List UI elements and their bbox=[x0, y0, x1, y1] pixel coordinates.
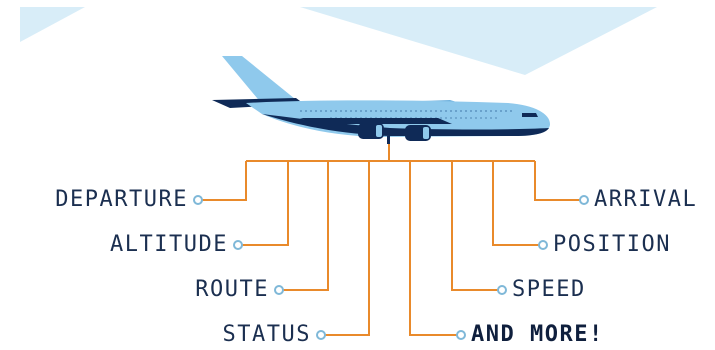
endpoint-route bbox=[275, 286, 283, 294]
label-speed: SPEED bbox=[512, 277, 586, 303]
connector-position bbox=[493, 161, 539, 245]
label-departure: DEPARTURE bbox=[55, 187, 188, 213]
label-position: POSITION bbox=[553, 232, 671, 258]
connector-departure bbox=[202, 161, 246, 200]
label-and-more: AND MORE! bbox=[471, 322, 604, 348]
connector-altitude bbox=[242, 161, 288, 245]
label-arrival: ARRIVAL bbox=[594, 187, 697, 213]
endpoint-altitude bbox=[234, 241, 242, 249]
label-route: ROUTE bbox=[195, 277, 269, 303]
connectors bbox=[202, 144, 580, 335]
endpoint-arrival bbox=[580, 196, 588, 204]
connector-status bbox=[325, 161, 369, 335]
sky-shape-left bbox=[20, 7, 85, 42]
sky-shape-right bbox=[300, 7, 657, 75]
endpoint-status bbox=[317, 331, 325, 339]
connector-arrival bbox=[535, 161, 580, 200]
connector-and-more bbox=[410, 161, 457, 335]
endpoint-departure bbox=[194, 196, 202, 204]
connector-speed bbox=[452, 161, 498, 290]
connector-route bbox=[283, 161, 328, 290]
airplane-icon bbox=[212, 56, 550, 144]
endpoint-position bbox=[539, 241, 547, 249]
label-status: STATUS bbox=[223, 322, 311, 348]
endpoints bbox=[194, 196, 588, 339]
endpoint-and-more bbox=[457, 331, 465, 339]
label-altitude: ALTITUDE bbox=[110, 232, 228, 258]
endpoint-speed bbox=[498, 286, 506, 294]
